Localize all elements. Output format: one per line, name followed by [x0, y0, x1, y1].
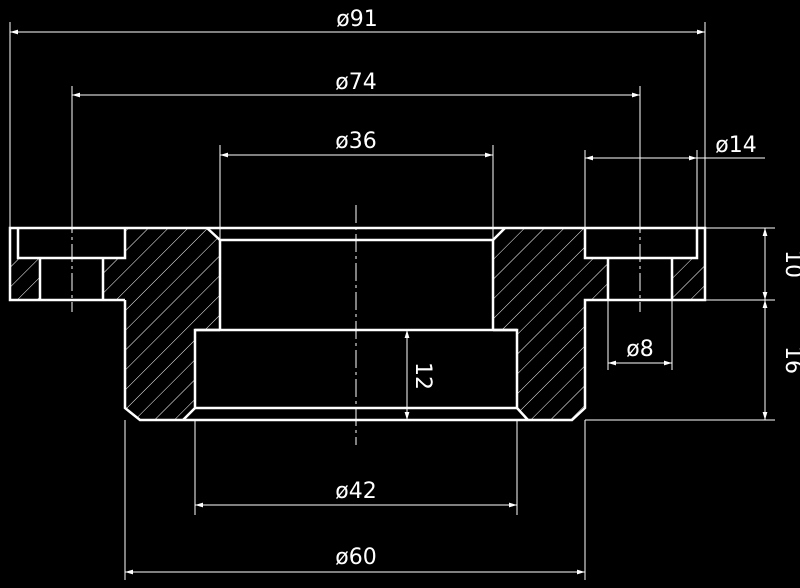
dim-diameter-74: ø74	[335, 70, 376, 95]
dimension-lines	[10, 29, 768, 575]
dim-diameter-91: ø91	[336, 7, 377, 32]
extension-lines	[9, 22, 775, 580]
dim-diameter-42: ø42	[335, 479, 376, 504]
dim-height-10: 10	[780, 250, 800, 278]
dim-diameter-36: ø36	[335, 129, 376, 154]
section-hatching	[10, 228, 705, 420]
dim-height-16: 16	[780, 346, 800, 374]
dimension-texts: ø91 ø74 ø36 ø14 ø8 ø42 ø60 10 16 12	[335, 7, 800, 570]
dim-diameter-60: ø60	[335, 545, 376, 570]
dim-diameter-14: ø14	[715, 133, 756, 158]
dim-height-12: 12	[410, 362, 435, 390]
center-lines	[71, 205, 641, 445]
dim-diameter-8: ø8	[626, 337, 653, 362]
part-outline	[8, 226, 707, 422]
